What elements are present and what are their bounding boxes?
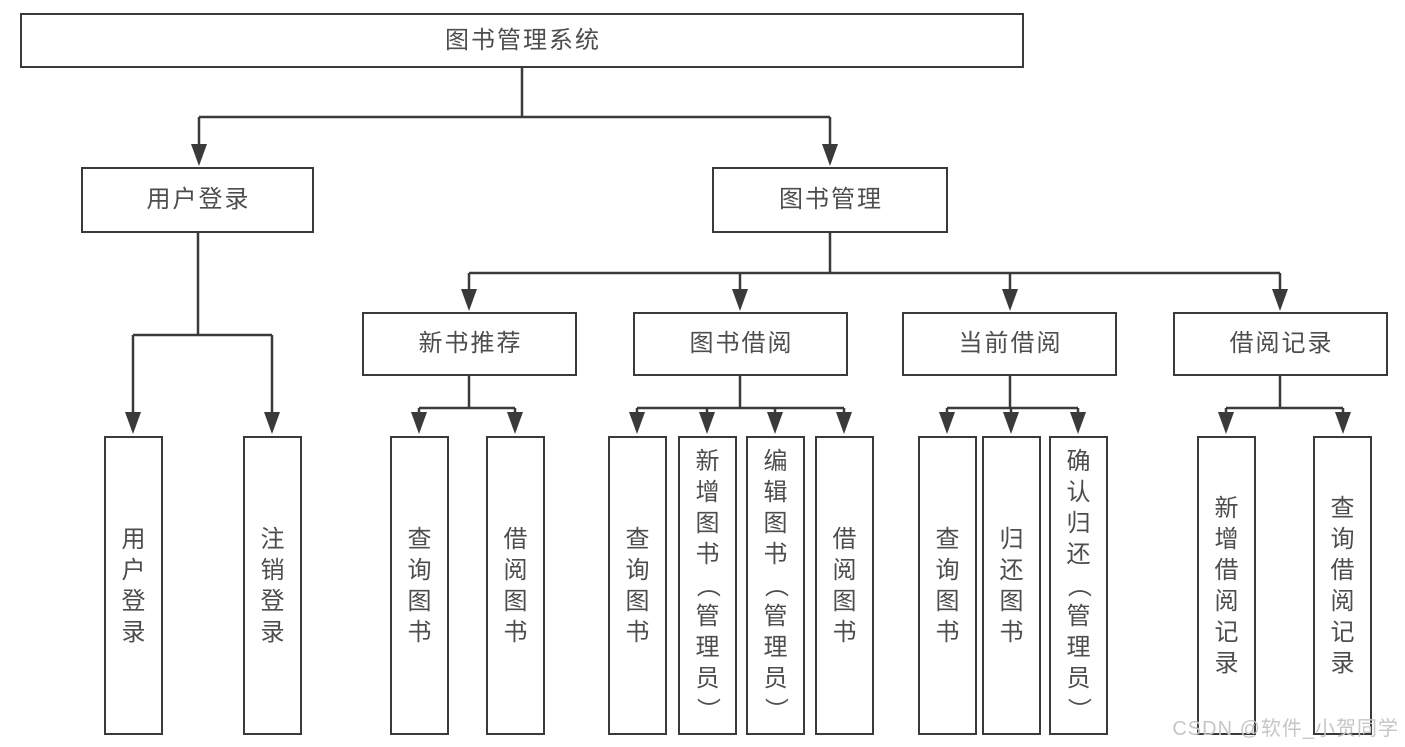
node-label: 查询图书 — [407, 525, 432, 646]
node-label: 图书管理系统 — [445, 26, 601, 54]
leaf-borrow-books-recommend: 借阅图书 — [486, 436, 545, 735]
node-book-borrowing: 图书借阅 — [633, 312, 848, 376]
leaf-add-borrow-record: 新增借阅记录 — [1197, 436, 1256, 735]
leaf-query-books-current: 查询图书 — [918, 436, 977, 735]
node-current-borrowing: 当前借阅 — [902, 312, 1117, 376]
node-label: 确认归还（管理员） — [1065, 448, 1092, 722]
leaf-borrow-books-borrow: 借阅图书 — [815, 436, 874, 735]
leaf-query-borrow-record: 查询借阅记录 — [1313, 436, 1372, 735]
leaf-add-book-admin: 新增图书（管理员） — [678, 436, 737, 735]
leaf-confirm-return-admin: 确认归还（管理员） — [1049, 436, 1108, 735]
node-label: 借阅图书 — [503, 525, 528, 646]
node-label: 图书借阅 — [689, 330, 794, 357]
node-label: 新增借阅记录 — [1214, 494, 1239, 677]
leaf-query-books-borrow: 查询图书 — [608, 436, 667, 735]
node-label: 查询借阅记录 — [1330, 494, 1355, 677]
node-new-book-recommendation: 新书推荐 — [362, 312, 577, 376]
node-label: 当前借阅 — [958, 330, 1063, 357]
node-label: 注销登录 — [260, 525, 285, 646]
leaf-query-books-recommend: 查询图书 — [390, 436, 449, 735]
node-library-management-system: 图书管理系统 — [20, 13, 1024, 68]
node-label: 编辑图书（管理员） — [762, 448, 789, 722]
leaf-edit-book-admin: 编辑图书（管理员） — [746, 436, 805, 735]
node-user-login: 用户登录 — [81, 167, 314, 233]
node-label: 借阅记录 — [1229, 330, 1334, 357]
watermark: CSDN @软件_小贺同学 — [1172, 718, 1399, 740]
node-label: 归还图书 — [999, 525, 1024, 646]
node-label: 用户登录 — [146, 186, 251, 213]
node-label: 借阅图书 — [832, 525, 857, 646]
node-label: 图书管理 — [779, 186, 883, 213]
leaf-logout: 注销登录 — [243, 436, 302, 735]
node-borrowing-records: 借阅记录 — [1173, 312, 1388, 376]
node-label: 新增图书（管理员） — [694, 448, 721, 722]
leaf-return-books: 归还图书 — [982, 436, 1041, 735]
leaf-user-login: 用户登录 — [104, 436, 163, 735]
node-label: 查询图书 — [625, 525, 650, 646]
node-label: 用户登录 — [121, 525, 146, 646]
arrowheads — [125, 144, 1351, 434]
node-book-management: 图书管理 — [712, 167, 948, 233]
node-label: 新书推荐 — [418, 330, 523, 357]
node-label: 查询图书 — [935, 525, 960, 646]
